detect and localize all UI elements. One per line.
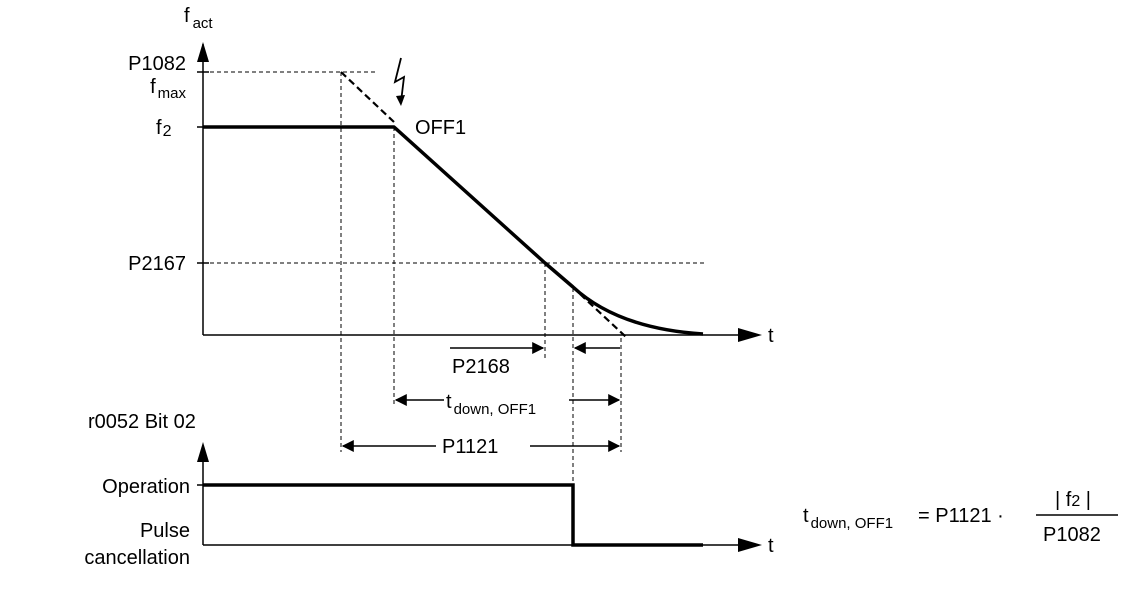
pulse-signal-curve (203, 483, 703, 547)
lower-y-axis-arrow-icon (197, 442, 209, 462)
vertical-ref-lines (340, 72, 622, 485)
operation-label: Operation (102, 476, 190, 498)
f2-label: f2 (156, 117, 172, 140)
p2168-label: P2168 (452, 356, 510, 378)
frequency-curve (203, 125, 704, 336)
lightning-icon (393, 57, 406, 103)
p1082-label: P1082 (128, 53, 186, 75)
cancellation-label: cancellation (84, 547, 190, 569)
p1121-label: P1121 (442, 436, 498, 458)
x-axis-label: t (768, 325, 774, 347)
fmax-ramp-line (340, 71, 395, 123)
pulse-label: Pulse (140, 520, 190, 542)
formula-denominator: P1082 (1043, 524, 1101, 546)
formula-equals: = P1121 · (918, 505, 1004, 527)
formula-numerator: | f2 | (1055, 489, 1091, 511)
r0052-title: r0052 Bit 02 (88, 411, 196, 433)
p2167-label: P2167 (128, 253, 186, 275)
lower-x-axis-label: t (768, 535, 774, 557)
x-axis-arrow-icon (738, 328, 762, 342)
off1-label: OFF1 (415, 117, 466, 139)
lightning-arrow-icon (396, 95, 405, 106)
upper-axes (197, 42, 762, 342)
lower-x-axis-arrow-icon (738, 538, 762, 552)
y-axis-arrow-icon (197, 42, 209, 62)
